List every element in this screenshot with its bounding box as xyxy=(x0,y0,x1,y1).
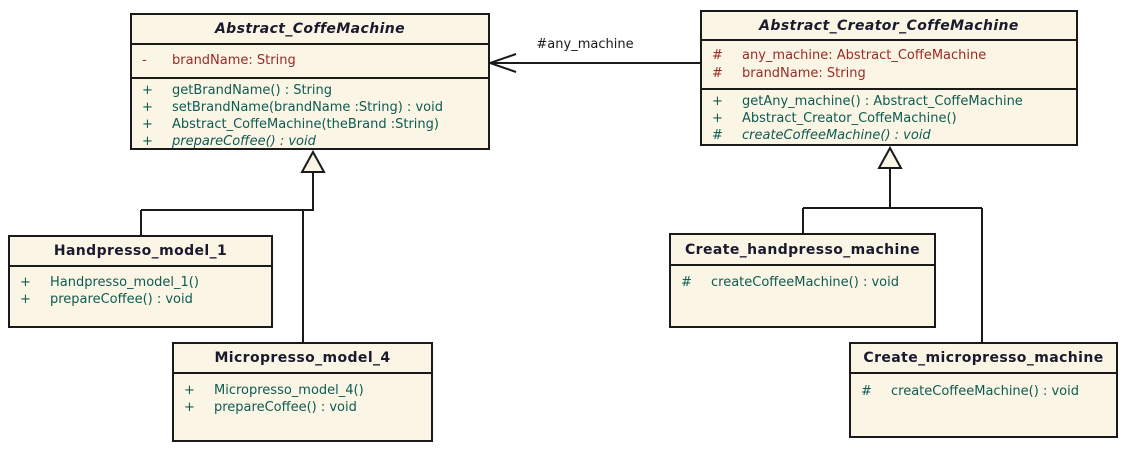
method-text: createCoffeeMachine() : void xyxy=(742,128,931,143)
methods-compartment: + getBrandName() : String + setBrandName(b… xyxy=(132,79,488,150)
class-box-handpresso-model-1[interactable]: Handpresso_model_1 + Handpresso_model_1()… xyxy=(8,235,273,328)
methods-compartment: # createCoffeeMachine() : void xyxy=(671,266,934,291)
class-box-abstract-coffemachine[interactable]: Abstract_CoffeMachine - brandName: String… xyxy=(130,13,490,150)
method-text: Handpresso_model_1() xyxy=(50,275,199,290)
visibility-marker: + xyxy=(712,94,723,109)
attribute-row: - brandName: String xyxy=(132,52,488,69)
class-box-abstract-creator-coffemachine[interactable]: Abstract_Creator_CoffeMachine # any_machi… xyxy=(700,10,1078,146)
visibility-marker: + xyxy=(142,117,153,132)
class-title: Abstract_CoffeMachine xyxy=(132,15,488,45)
visibility-marker: # xyxy=(861,384,872,399)
method-text: Abstract_Creator_CoffeMachine() xyxy=(742,111,957,126)
generalization-arrowhead-icon xyxy=(300,149,326,173)
attribute-text: brandName: String xyxy=(742,66,866,81)
generalization-arrowhead-icon xyxy=(877,145,903,169)
visibility-marker: + xyxy=(184,400,195,415)
visibility-marker: + xyxy=(142,100,153,115)
visibility-marker: + xyxy=(712,111,723,126)
visibility-marker: # xyxy=(681,275,692,290)
method-text: prepareCoffee() : void xyxy=(172,134,316,149)
method-row: # createCoffeeMachine() : void xyxy=(671,274,934,291)
method-row: + prepareCoffee() : void xyxy=(132,133,488,150)
visibility-marker: + xyxy=(184,383,195,398)
method-row: + Micropresso_model_4() xyxy=(174,382,431,399)
method-text: prepareCoffee() : void xyxy=(214,400,357,415)
method-text: prepareCoffee() : void xyxy=(50,292,193,307)
class-box-micropresso-model-4[interactable]: Micropresso_model_4 + Micropresso_model_4… xyxy=(172,342,433,442)
attribute-row: # any_machine: Abstract_CoffeMachine xyxy=(702,47,1076,65)
method-text: Abstract_CoffeMachine(theBrand :String) xyxy=(172,117,439,132)
method-row: + prepareCoffee() : void xyxy=(10,291,271,308)
association-arrowhead-icon xyxy=(486,53,517,73)
methods-compartment: + getAny_machine() : Abstract_CoffeMachin… xyxy=(702,90,1076,144)
attributes-compartment: - brandName: String xyxy=(132,45,488,79)
visibility-marker: + xyxy=(142,134,153,149)
methods-compartment: # createCoffeeMachine() : void xyxy=(851,374,1116,400)
method-row: + Abstract_Creator_CoffeMachine() xyxy=(702,110,1076,127)
visibility-marker: + xyxy=(142,83,153,98)
method-row: + getAny_machine() : Abstract_CoffeMachin… xyxy=(702,93,1076,110)
method-row: + prepareCoffee() : void xyxy=(174,399,431,416)
method-row: + Handpresso_model_1() xyxy=(10,274,271,291)
method-text: setBrandName(brandName :String) : void xyxy=(172,100,443,115)
visibility-marker: + xyxy=(20,292,31,307)
attribute-text: any_machine: Abstract_CoffeMachine xyxy=(742,48,987,63)
method-text: getAny_machine() : Abstract_CoffeMachine xyxy=(742,94,1023,109)
class-box-create-micropresso-machine[interactable]: Create_micropresso_machine # createCoffee… xyxy=(849,342,1118,438)
attribute-text: brandName: String xyxy=(172,53,296,68)
association-label[interactable]: #any_machine xyxy=(536,37,634,52)
visibility-marker: # xyxy=(712,128,723,143)
method-text: createCoffeeMachine() : void xyxy=(891,384,1079,399)
method-row: + Abstract_CoffeMachine(theBrand :String) xyxy=(132,116,488,133)
class-title: Create_micropresso_machine xyxy=(851,344,1116,374)
visibility-marker: # xyxy=(712,48,723,63)
methods-compartment: + Handpresso_model_1() + prepareCoffee() :… xyxy=(10,267,271,308)
class-title: Abstract_Creator_CoffeMachine xyxy=(702,12,1076,41)
method-row: + setBrandName(brandName :String) : void xyxy=(132,99,488,116)
methods-compartment: + Micropresso_model_4() + prepareCoffee() … xyxy=(174,374,431,416)
method-row: # createCoffeeMachine() : void xyxy=(702,127,1076,144)
class-title: Create_handpresso_machine xyxy=(671,235,934,266)
visibility-marker: + xyxy=(20,275,31,290)
method-row: # createCoffeeMachine() : void xyxy=(851,383,1116,400)
method-text: createCoffeeMachine() : void xyxy=(711,275,899,290)
visibility-marker: # xyxy=(712,66,723,81)
class-title: Micropresso_model_4 xyxy=(174,344,431,374)
attribute-row: # brandName: String xyxy=(702,65,1076,83)
class-box-create-handpresso-machine[interactable]: Create_handpresso_machine # createCoffeeM… xyxy=(669,233,936,328)
class-title: Handpresso_model_1 xyxy=(10,237,271,267)
attributes-compartment: # any_machine: Abstract_CoffeMachine # bra… xyxy=(702,41,1076,90)
method-text: Micropresso_model_4() xyxy=(214,383,364,398)
method-row: + getBrandName() : String xyxy=(132,82,488,99)
method-text: getBrandName() : String xyxy=(172,83,333,98)
visibility-marker: - xyxy=(142,53,147,68)
